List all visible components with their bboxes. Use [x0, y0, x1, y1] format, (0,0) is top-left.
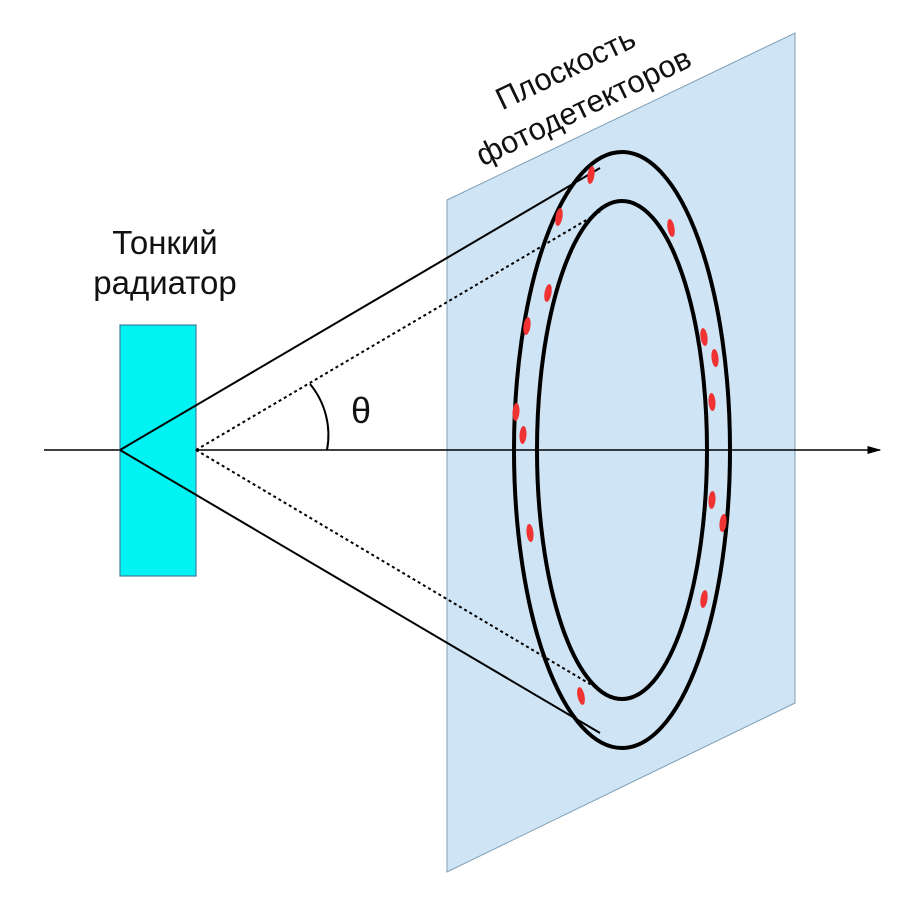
photon-hit	[512, 403, 520, 421]
photon-hit	[577, 687, 585, 705]
outer-ring	[512, 150, 732, 750]
photon-hit	[700, 590, 708, 608]
thin-radiator	[119, 324, 197, 577]
photon-hit	[519, 426, 527, 444]
photon-hit	[667, 219, 675, 237]
photon-hit	[587, 166, 595, 184]
photon-hit	[526, 524, 534, 542]
inner-ring	[535, 199, 709, 701]
cone-inner-lower-line	[195, 449, 601, 691]
photon-hit	[544, 284, 552, 302]
photon-hit	[700, 328, 708, 346]
photon-hit	[555, 208, 563, 226]
cone-inner-upper-line	[195, 211, 601, 451]
angle-theta-label: θ	[351, 390, 371, 431]
radiator-label-line2: радиатор	[93, 264, 236, 301]
photon-hits	[512, 166, 727, 705]
cone-outer-upper-line	[119, 167, 601, 451]
photon-hit	[708, 393, 716, 411]
photon-hit	[708, 491, 716, 509]
photon-hit	[719, 514, 727, 532]
photodetector-plane	[446, 32, 796, 873]
radiator-label-line1: Тонкий	[112, 224, 217, 261]
photon-hit	[711, 349, 719, 367]
cone-outer-lower-line	[119, 449, 601, 734]
photon-hit	[523, 317, 531, 335]
angle-arc	[309, 383, 330, 451]
